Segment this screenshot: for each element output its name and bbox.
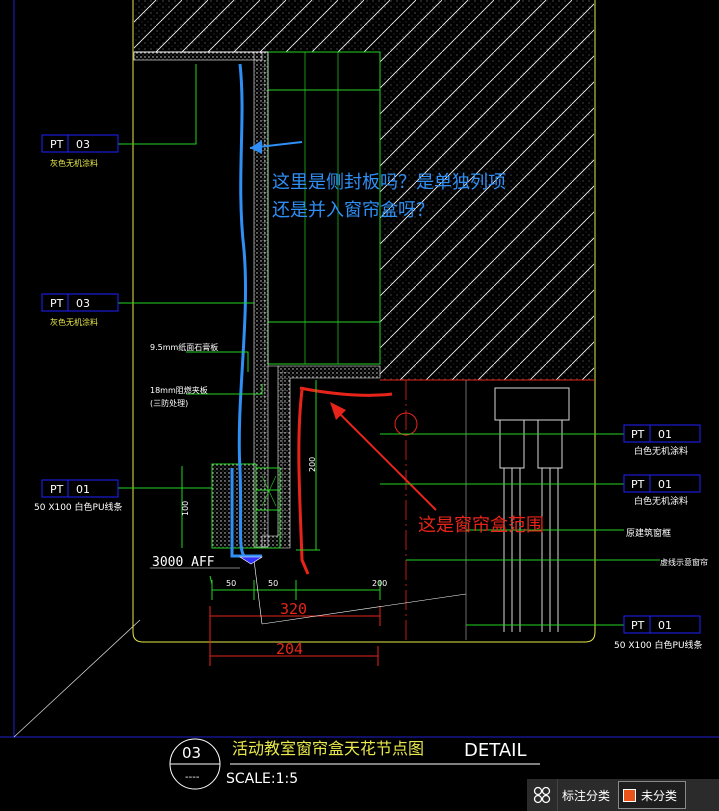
uncategorized-label: 未分类 <box>641 788 678 803</box>
range-arrow <box>333 407 437 511</box>
tag-code: PT <box>50 138 64 151</box>
tag-code: PT <box>631 478 645 491</box>
dim-50a: 50 <box>226 579 236 588</box>
tag-code: PT <box>50 483 64 496</box>
detail-sub: ---- <box>185 772 200 783</box>
dim-50b: 50 <box>268 579 278 588</box>
tag-num: 01 <box>658 478 672 491</box>
gypsum-label: 9.5mm纸面石膏板 <box>150 342 218 352</box>
side-board-highlight <box>237 63 248 557</box>
dimension-lines <box>181 466 381 600</box>
tag-num: 01 <box>658 619 672 632</box>
plywood-label: 18mm阻燃夹板 <box>150 385 208 395</box>
tag-pt01-r1: PT 01 白色无机涂料 <box>623 424 701 457</box>
tag-num: 03 <box>76 138 90 151</box>
tag-num: 03 <box>76 297 90 310</box>
range-annotation: 这是窗帘盒范围 <box>418 515 544 536</box>
tag-pt03-b: PT 03 灰色无机涂料 <box>41 293 119 327</box>
pu-line-block <box>211 463 257 549</box>
status-bar: 标注分类 未分类 <box>527 779 719 811</box>
tag-num: 01 <box>76 483 90 496</box>
tag-pt01-r2: PT 01 白色无机涂料 <box>623 474 701 507</box>
color-swatch-icon <box>623 788 637 802</box>
detail-border <box>132 0 596 643</box>
tag-code: PT <box>631 428 645 441</box>
tag-code: PT <box>50 297 64 310</box>
tag-code: PT <box>631 619 645 632</box>
tag-desc: 50 X100 白色PU线条 <box>34 501 123 513</box>
tag-pt01-r3: PT 01 50 X100 白色PU线条 <box>614 615 703 651</box>
dim-100: 100 <box>181 501 190 516</box>
elevation-label: 3000 AFF <box>152 555 215 570</box>
dim-204: 204 <box>276 640 303 658</box>
diagonal-line <box>13 619 141 738</box>
annotation-filter-button[interactable] <box>527 779 557 811</box>
orig-window-label: 原建筑窗框 <box>626 527 671 539</box>
annotation-category-label[interactable]: 标注分类 <box>557 779 616 811</box>
tag-desc: 白色无机涂料 <box>634 495 688 507</box>
tag-desc: 灰色无机涂料 <box>50 158 98 168</box>
dim-200: 200 <box>372 579 387 588</box>
title-block: 03 ---- 活动教室窗帘盒天花节点图 DETAIL SCALE:1:5 <box>169 738 540 790</box>
four-circles-icon <box>533 786 551 804</box>
tag-desc: 50 X100 白色PU线条 <box>614 639 703 651</box>
tag-desc: 灰色无机涂料 <box>50 317 98 327</box>
detail-number: 03 <box>182 744 201 762</box>
tag-desc: 白色无机涂料 <box>634 445 688 457</box>
window-profile <box>494 387 570 632</box>
tag-pt01-left: PT 01 50 X100 白色PU线条 <box>34 479 123 513</box>
tag-num: 01 <box>658 428 672 441</box>
uncategorized-button[interactable]: 未分类 <box>618 781 687 809</box>
detail-scale: SCALE:1:5 <box>226 771 298 787</box>
leader-lines <box>118 64 660 626</box>
detail-word: DETAIL <box>464 740 526 761</box>
curtain-box-range <box>297 389 310 575</box>
detail-title: 活动教室窗帘盒天花节点图 <box>232 739 424 758</box>
plywood-note: (三防处理) <box>150 398 188 408</box>
curtain-track-label: 虚线示意窗帘 <box>660 557 708 567</box>
dim-200-vertical: 200 <box>308 457 317 472</box>
question-annotation-line1: 这里是侧封板吗？是单独列项 <box>272 172 506 193</box>
elevation-marker <box>238 556 264 565</box>
ceiling-board <box>133 51 263 61</box>
tag-pt03-a: PT 03 灰色无机涂料 <box>41 134 119 168</box>
dim-320: 320 <box>280 600 307 618</box>
question-annotation-line2: 还是并入窗帘盒呀？ <box>272 200 434 221</box>
